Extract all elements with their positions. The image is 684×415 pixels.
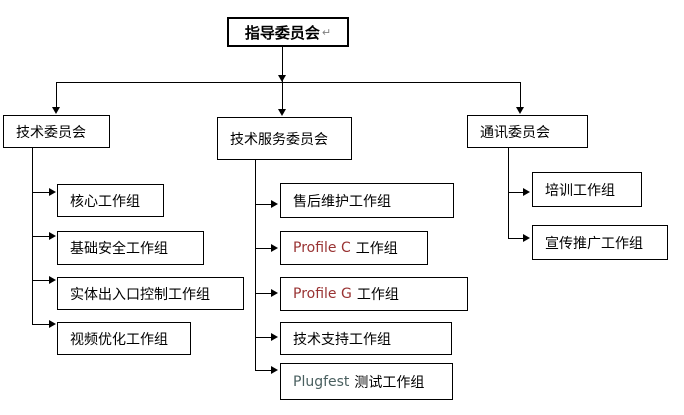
connector-branch-plugfest [255, 370, 272, 371]
connector-branch-aftersales [255, 204, 272, 205]
paragraph-mark: ↵ [321, 25, 332, 39]
core-wg-label: 核心工作组 [70, 193, 140, 210]
profile-c-zh-label: 工作组 [355, 241, 398, 257]
node-publicity-wg: 宣传推广工作组 [532, 225, 668, 260]
connector-techsvc-trunk [255, 160, 256, 370]
node-communications-committee: 通讯委员会 [467, 115, 588, 148]
arrow-branch-plugfest-icon [271, 366, 278, 374]
arrow-branch-profile-g-icon [271, 289, 278, 297]
node-training-wg: 培训工作组 [532, 172, 642, 207]
connector-rail [56, 82, 520, 83]
connector-comm-trunk [508, 148, 509, 238]
node-core-wg: 核心工作组 [57, 184, 164, 217]
arrow-drop-techsvc-icon [278, 109, 286, 116]
connector-branch-access [32, 280, 50, 281]
profile-c-en-label: Profile C [293, 240, 351, 256]
connector-branch-video [32, 324, 50, 325]
connector-branch-profile-c [255, 248, 272, 249]
node-basic-security-wg: 基础安全工作组 [57, 231, 204, 265]
arrow-drop-tech-icon [52, 107, 60, 114]
basic-security-wg-label: 基础安全工作组 [70, 241, 168, 257]
connector-branch-techsupport [255, 337, 272, 338]
arrow-branch-training-icon [523, 188, 530, 196]
connector-branch-training [508, 192, 524, 193]
steering-committee-label: 指导委员会 [244, 23, 320, 42]
connector-branch-profile-g [255, 293, 272, 294]
connector-drop-tech [56, 82, 57, 108]
node-steering-committee: 指导委员会↵ [227, 17, 349, 47]
node-tech-service-committee: 技术服务委员会 [217, 117, 352, 160]
plugfest-en-label: Plugfest [293, 373, 350, 390]
connector-branch-publicity [508, 238, 524, 239]
arrow-root-to-rail-icon [278, 75, 286, 82]
arrow-branch-video-icon [49, 320, 56, 328]
arrow-branch-access-icon [49, 276, 56, 284]
profile-g-en-label: Profile G [293, 286, 352, 302]
connector-drop-comm [520, 82, 521, 108]
publicity-wg-label: 宣传推广工作组 [545, 235, 643, 252]
plugfest-zh-label: 测试工作组 [354, 374, 425, 391]
arrow-drop-comm-icon [516, 107, 524, 114]
aftersales-wg-label: 售后维护工作组 [293, 193, 391, 210]
connector-branch-security [32, 236, 50, 237]
node-video-optimization-wg: 视频优化工作组 [57, 322, 191, 355]
communications-committee-label: 通讯委员会 [480, 124, 550, 141]
tech-committee-label: 技术委员会 [16, 124, 86, 141]
entrance-control-wg-label: 实体出入口控制工作组 [70, 286, 210, 303]
arrow-branch-publicity-icon [523, 234, 530, 242]
connector-drop-techsvc [282, 83, 283, 110]
node-tech-committee: 技术委员会 [3, 115, 110, 148]
arrow-branch-core-icon [49, 188, 56, 196]
arrow-branch-aftersales-icon [271, 200, 278, 208]
training-wg-label: 培训工作组 [545, 182, 615, 199]
video-optimization-wg-label: 视频优化工作组 [70, 331, 168, 348]
arrow-branch-techsupport-icon [271, 333, 278, 341]
node-tech-support-wg: 技术支持工作组 [280, 322, 452, 355]
arrow-branch-profile-c-icon [271, 244, 278, 252]
profile-g-zh-label: 工作组 [356, 287, 399, 303]
node-aftersales-wg: 售后维护工作组 [280, 183, 454, 218]
node-entrance-control-wg: 实体出入口控制工作组 [57, 277, 244, 310]
tech-support-wg-label: 技术支持工作组 [293, 331, 391, 348]
connector-root-stem [282, 47, 283, 82]
connector-branch-core [32, 192, 50, 193]
arrow-branch-security-icon [49, 232, 56, 240]
tech-service-committee-label: 技术服务委员会 [230, 131, 328, 148]
